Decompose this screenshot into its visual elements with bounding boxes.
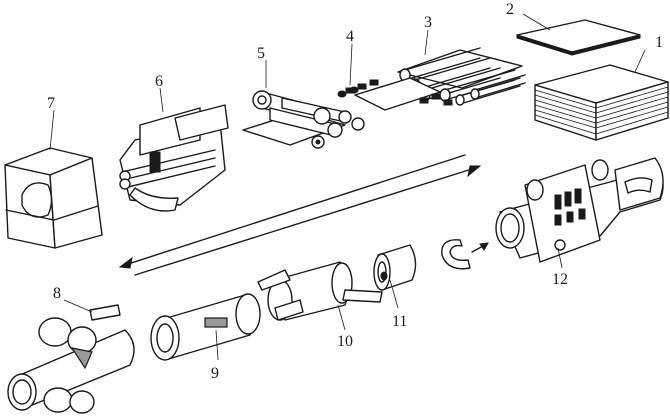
edge-trimmer	[337, 43, 359, 98]
welded-pipe	[150, 293, 261, 361]
leader-7	[49, 109, 55, 151]
label-8: 8	[53, 285, 61, 302]
leader-11	[389, 279, 399, 309]
finished-pipe	[495, 157, 664, 263]
leader-12	[557, 247, 563, 269]
single-sheet	[516, 19, 641, 56]
label-2: 2	[506, 1, 514, 18]
leader-9	[215, 329, 219, 361]
label-9: 9	[211, 365, 219, 382]
short-pipe	[373, 244, 417, 291]
roller-leveler	[345, 47, 526, 111]
label-11: 11	[392, 313, 407, 330]
welding-stand	[7, 304, 135, 414]
leader-6	[159, 87, 164, 113]
bending-press	[119, 104, 229, 212]
tabbed-pipe	[257, 261, 383, 321]
label-3: 3	[424, 14, 432, 31]
flow-arrows	[118, 154, 482, 276]
label-6: 6	[155, 73, 163, 90]
label-7: 7	[47, 95, 55, 112]
leader-2	[522, 13, 551, 31]
split-ring	[441, 239, 489, 270]
label-1: 1	[655, 34, 663, 51]
label-4: 4	[346, 28, 354, 45]
label-5: 5	[257, 45, 265, 62]
sheet-stack	[534, 64, 669, 141]
label-10: 10	[337, 333, 353, 350]
leader-8	[63, 299, 93, 313]
leader-1	[634, 49, 646, 73]
leader-10	[337, 304, 346, 331]
forming-rollers	[242, 90, 365, 149]
label-12: 12	[552, 271, 568, 288]
leader-3	[424, 29, 429, 56]
die-block	[4, 147, 103, 249]
